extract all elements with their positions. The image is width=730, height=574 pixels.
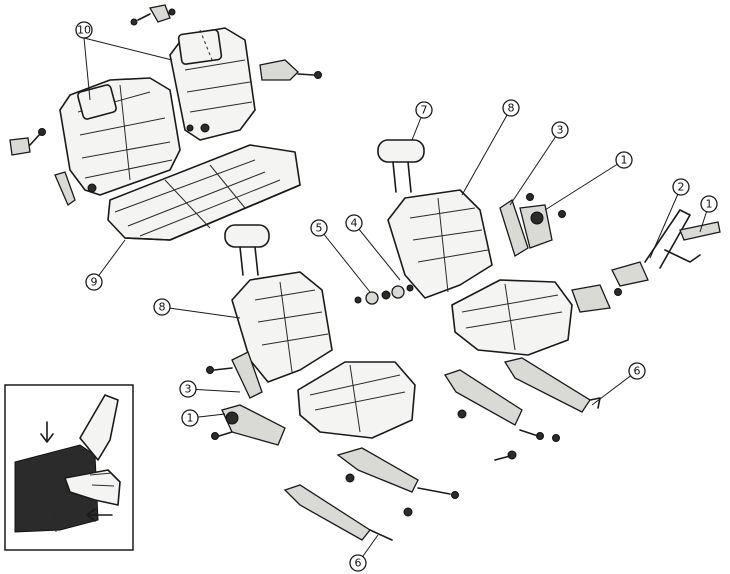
- front-left-seat-rail: [283, 447, 459, 541]
- callout-8-left: 8: [153, 298, 171, 316]
- callout-1-right: 1: [615, 151, 633, 169]
- front-right-lever-assembly: [571, 209, 721, 313]
- callout-label: 3: [185, 383, 192, 396]
- callout-label: 8: [508, 102, 515, 115]
- rear-back-hinge-left: [9, 128, 46, 156]
- callout-8-right: 8: [502, 99, 520, 117]
- front-left-lever: [211, 404, 286, 446]
- callout-3-left: 3: [179, 380, 197, 398]
- callout-label: 1: [621, 154, 628, 167]
- callout-label: 4: [351, 217, 358, 230]
- front-left-seat-cushion: [297, 361, 416, 439]
- callout-label: 7: [421, 104, 428, 117]
- callout-3-right: 3: [551, 121, 569, 139]
- callout-label: 1: [187, 412, 194, 425]
- front-right-seat-cushion: [451, 279, 573, 356]
- callout-label: 9: [91, 276, 98, 289]
- callout-label: 5: [316, 222, 323, 235]
- front-left-seat-back: [231, 271, 333, 383]
- callout-10: 10: [75, 21, 93, 39]
- callout-label: 1: [706, 198, 713, 211]
- front-right-recliner: [499, 193, 566, 257]
- callout-label: 6: [355, 557, 362, 570]
- front-left-headrest: [224, 224, 270, 276]
- callout-2: 2: [672, 178, 690, 196]
- callout-9: 9: [85, 273, 103, 291]
- callout-label: 2: [678, 181, 685, 194]
- front-right-spring-washer: [354, 284, 414, 305]
- callout-4: 4: [345, 214, 363, 232]
- removal-procedure-inset: [4, 384, 134, 551]
- callout-5: 5: [310, 219, 328, 237]
- front-right-seat-back: [387, 189, 493, 299]
- callout-6-bottom: 6: [349, 554, 367, 572]
- callout-leaders: [83, 37, 710, 564]
- front-left-recliner: [206, 351, 263, 399]
- callout-label: 10: [77, 24, 91, 37]
- rear-seat-back-right: [169, 27, 256, 141]
- callout-1-far-right: 1: [700, 195, 718, 213]
- rear-back-hinge-top: [130, 4, 176, 26]
- callout-1-left: 1: [181, 409, 199, 427]
- front-right-seat-rail: [443, 357, 601, 461]
- callout-6-right: 6: [628, 362, 646, 380]
- rear-back-bracket: [54, 124, 194, 206]
- front-right-headrest: [377, 139, 425, 193]
- callout-label: 8: [159, 301, 166, 314]
- callout-label: 3: [557, 124, 564, 137]
- callout-7: 7: [415, 101, 433, 119]
- callout-label: 6: [634, 365, 641, 378]
- rear-seat-cushion: [107, 144, 301, 241]
- rear-back-hinge-right: [259, 59, 322, 81]
- rear-seat-back-left: [59, 77, 181, 196]
